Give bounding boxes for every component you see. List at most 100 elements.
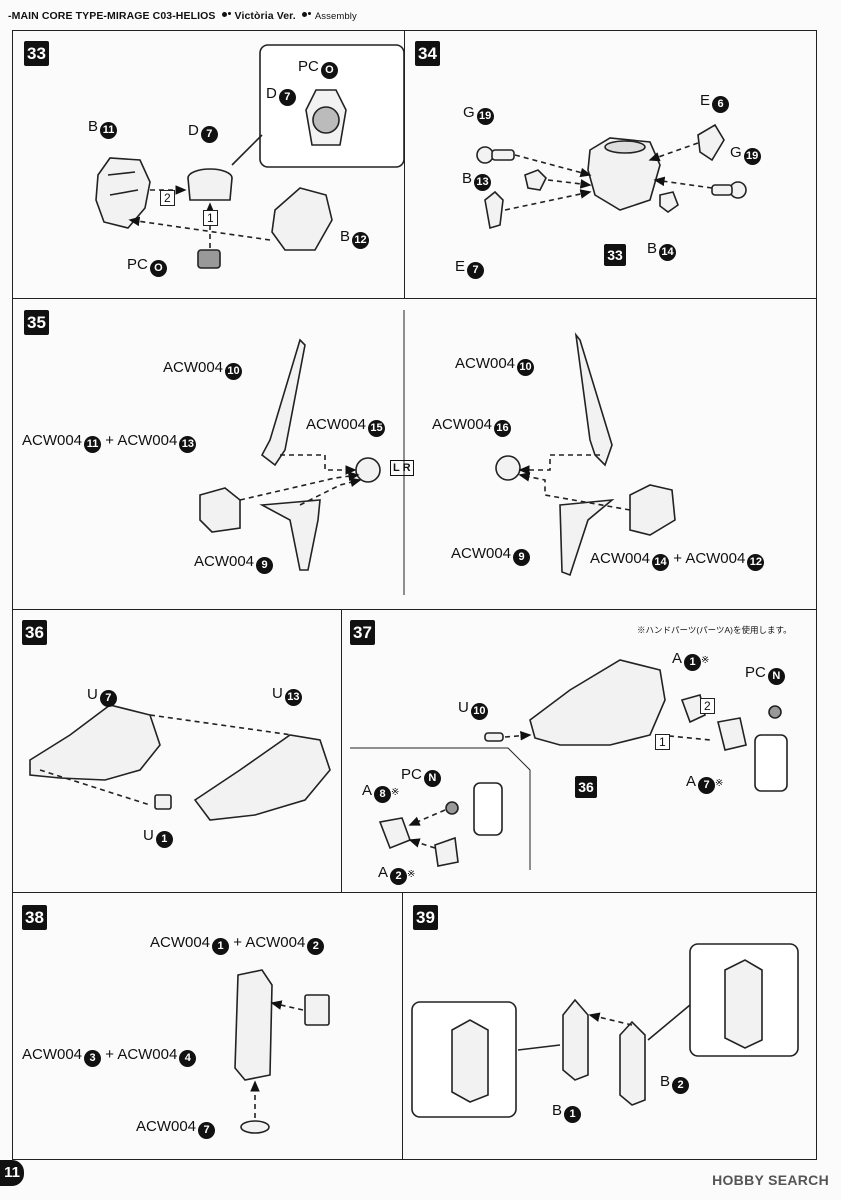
dot-icon xyxy=(307,12,311,15)
step-number: 39 xyxy=(413,905,438,930)
panel-row4 xyxy=(12,892,817,1160)
step-number: 35 xyxy=(24,310,49,335)
polycap-n-drawing xyxy=(445,801,459,815)
blade-acw004-10-drawing xyxy=(260,338,306,467)
part-g19-drawing xyxy=(476,146,515,164)
sequence-box: 1 xyxy=(655,734,670,750)
block-acw004-11-13-drawing xyxy=(199,487,241,533)
sequence-box: 1 xyxy=(203,210,218,226)
hand-a8-drawing xyxy=(378,817,412,850)
step-number: 34 xyxy=(415,41,440,66)
gun-u13-drawing xyxy=(193,734,331,821)
polycap-o-drawing xyxy=(197,249,221,269)
header-version: Victòria Ver. xyxy=(234,10,296,22)
step-ref-36: 36 xyxy=(575,776,597,798)
step-number: 36 xyxy=(22,620,47,645)
fin-acw004-9-drawing xyxy=(559,498,615,577)
part-acw004-2-drawing xyxy=(304,994,330,1026)
divider xyxy=(341,609,343,893)
watermark: HOBBY SEARCH xyxy=(712,1172,829,1188)
step-number: 38 xyxy=(22,905,47,930)
hand-a2-drawing xyxy=(434,836,459,867)
fin-acw004-9-drawing xyxy=(259,499,321,571)
part-b2-drawing xyxy=(619,1020,646,1106)
part-b13-drawing xyxy=(524,169,547,191)
inset-frame xyxy=(473,782,503,836)
inset-frame xyxy=(754,734,788,792)
hand-a1-drawing xyxy=(680,694,706,724)
divider xyxy=(404,30,406,299)
part-d7-drawing xyxy=(187,168,233,201)
dot-icon xyxy=(221,12,227,17)
gun-36-drawing xyxy=(529,659,666,746)
lr-mirror-badge: L R xyxy=(390,460,414,476)
inset-part-drawing xyxy=(724,959,763,1049)
step-number: 33 xyxy=(24,41,49,66)
head-assembly-drawing xyxy=(587,137,661,211)
divider xyxy=(402,892,404,1160)
inset-part-drawing xyxy=(451,1019,489,1103)
blade-acw004-10-drawing xyxy=(574,332,613,467)
sequence-box: 2 xyxy=(700,698,715,714)
gun-u7-drawing xyxy=(29,704,161,781)
part-u1-drawing xyxy=(154,794,172,810)
page-number: 11 xyxy=(0,1160,24,1186)
part-e6-drawing xyxy=(697,123,725,162)
step-ref-33: 33 xyxy=(604,244,626,266)
part-u10-drawing xyxy=(484,732,504,742)
header-title: -MAIN CORE TYPE-MIRAGE C03-HELIOS xyxy=(8,10,216,22)
header-section: Assembly xyxy=(314,11,357,22)
page-header: -MAIN CORE TYPE-MIRAGE C03-HELIOS Victòr… xyxy=(8,10,357,22)
dot-icon xyxy=(227,12,231,15)
step-number: 37 xyxy=(350,620,375,645)
sequence-box: 2 xyxy=(160,190,175,206)
part-b12-drawing xyxy=(271,187,333,251)
polycap-n-drawing xyxy=(768,705,782,719)
part-b1-drawing xyxy=(562,998,589,1081)
inset-head-drawing xyxy=(305,89,347,146)
part-g19b-drawing xyxy=(711,181,747,199)
part-b14-drawing xyxy=(659,191,679,213)
part-e7-drawing xyxy=(484,190,504,230)
dot-icon xyxy=(301,12,307,17)
joint-acw004-16-drawing xyxy=(495,455,521,481)
hand-parts-note: ※ハンドパーツ(パーツA)を使用します。 xyxy=(637,625,792,635)
body-38-drawing xyxy=(234,969,273,1081)
hand-a7-drawing xyxy=(717,717,747,751)
part-acw004-7-drawing xyxy=(240,1120,270,1134)
